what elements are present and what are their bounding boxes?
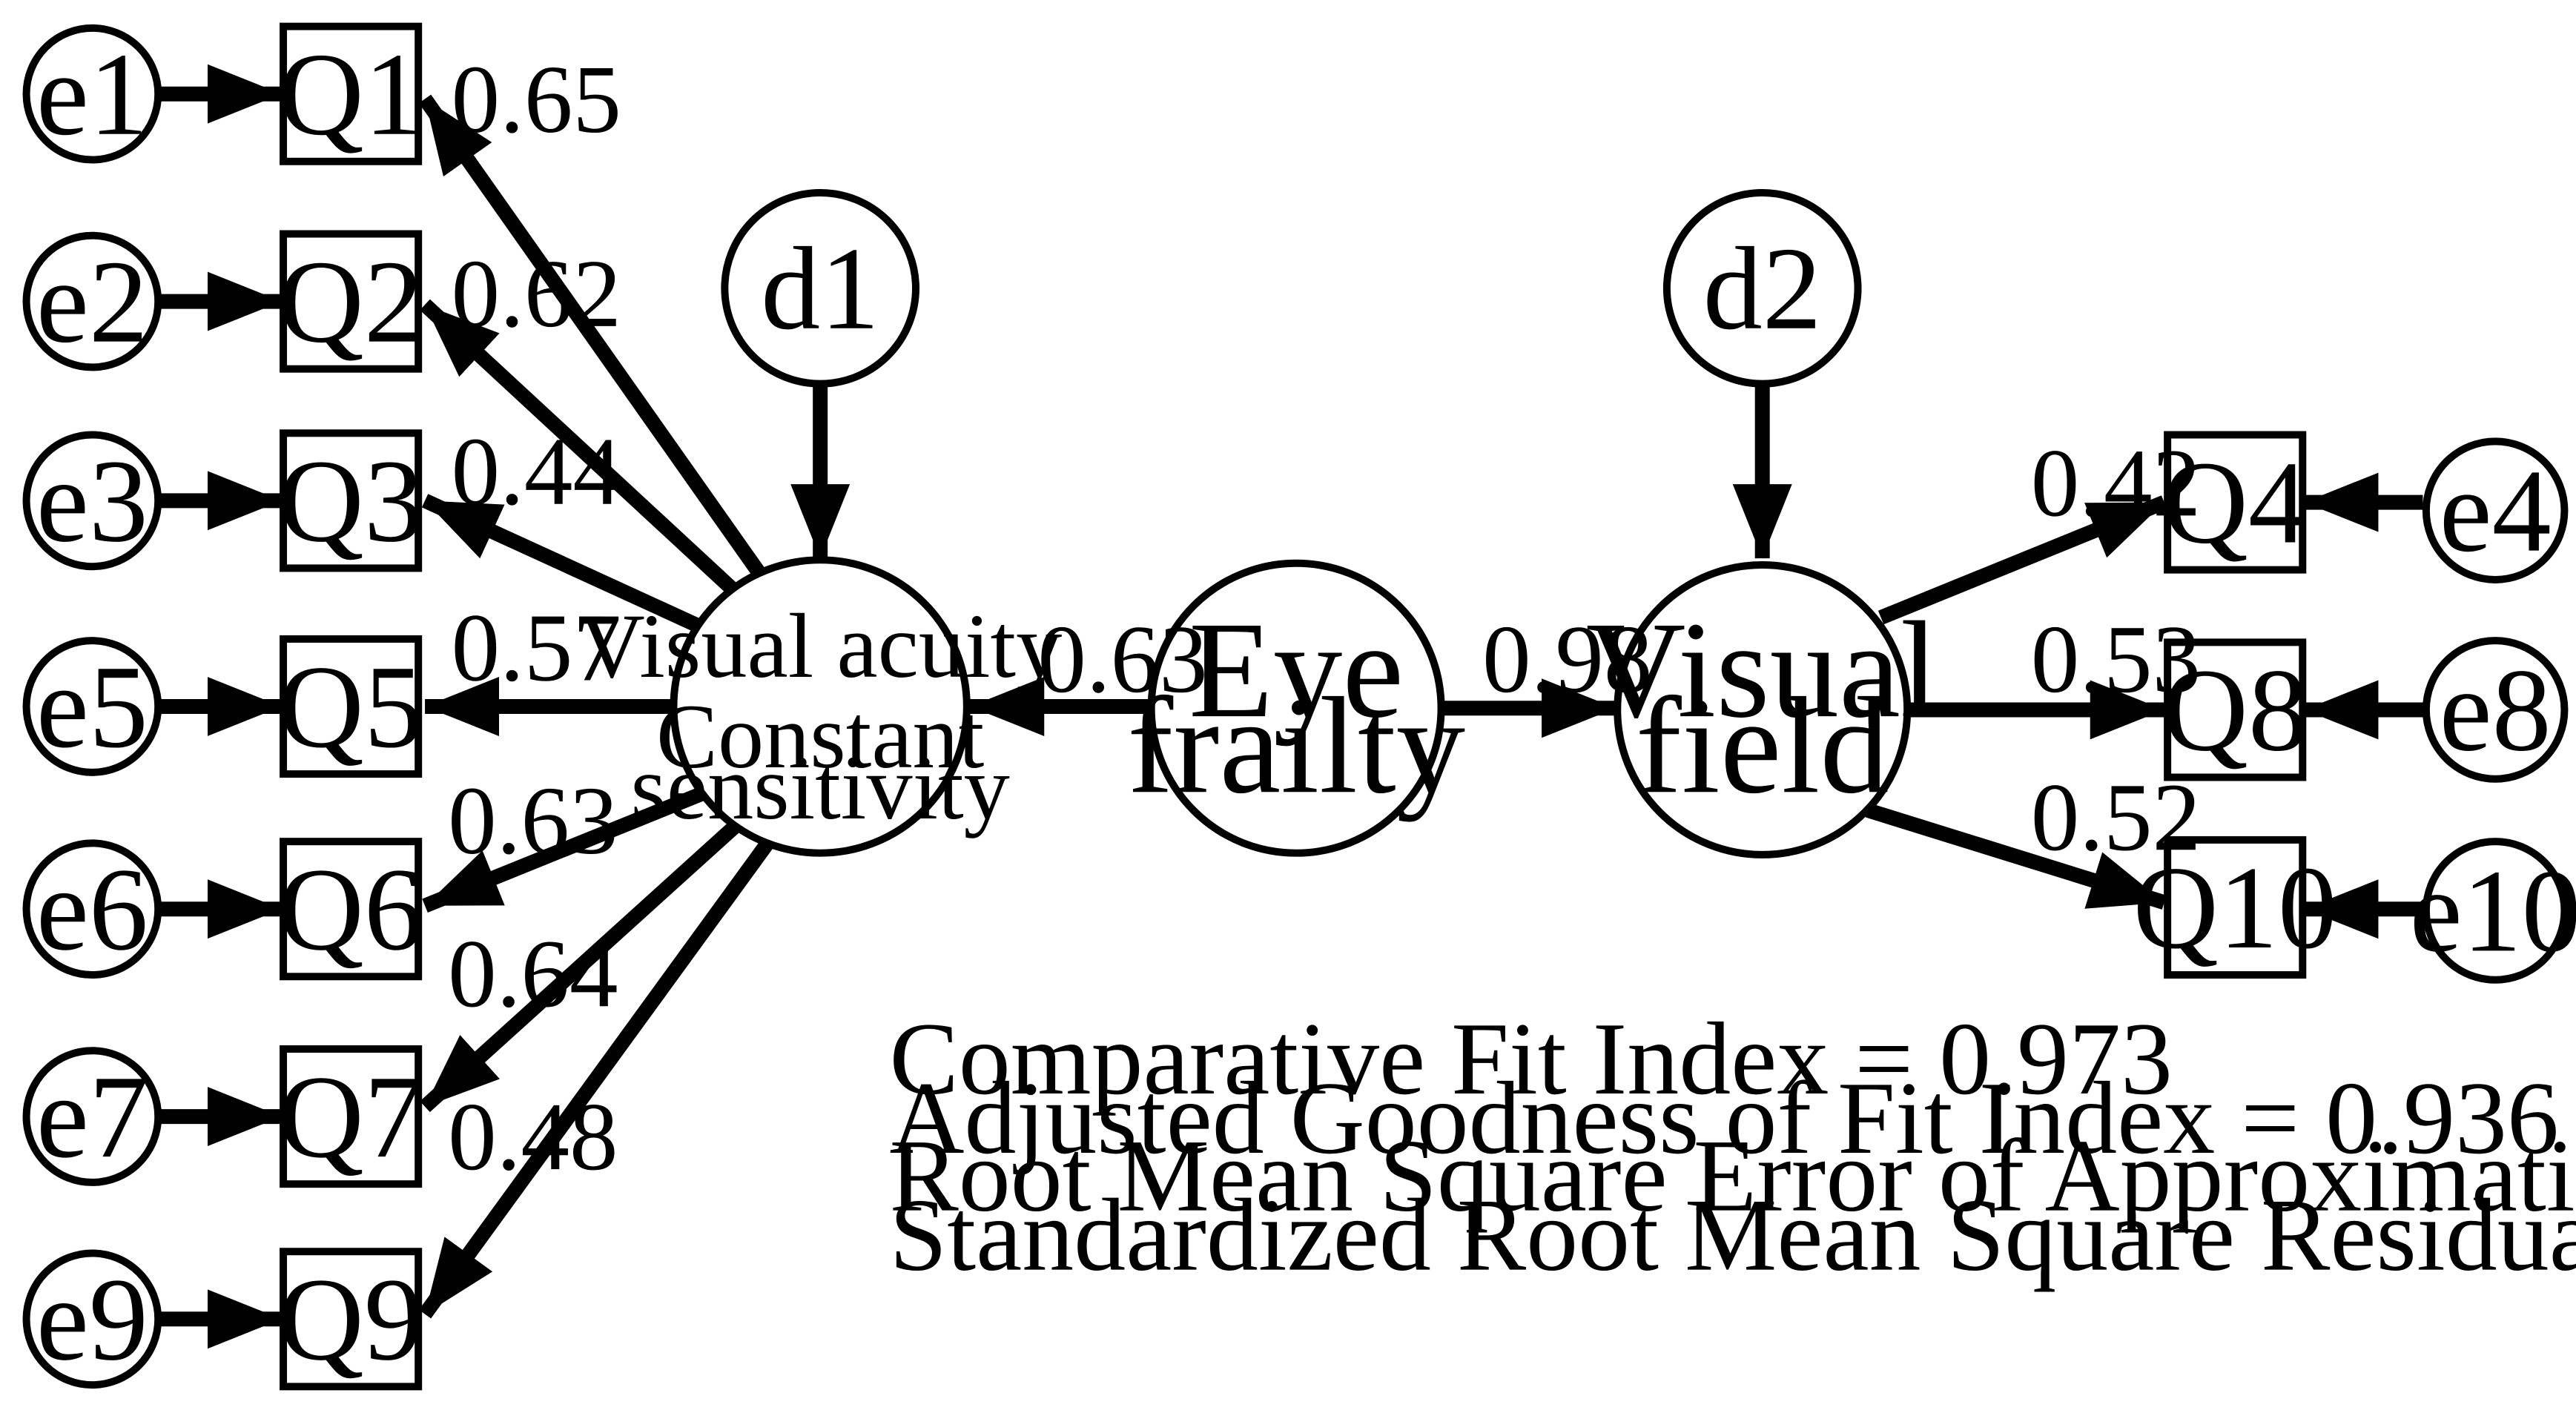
edge-visual-acuity-q7 <box>420 821 740 1113</box>
fit-index-cfi: Comparative Fit Index = 0.973 <box>889 1002 2173 1116</box>
coef-q3: 0.44 <box>452 418 621 526</box>
path-coefficients: 0.65 0.62 0.44 0.57 0.63 0.64 0.48 0.63 … <box>448 46 2201 1191</box>
node-e1: e1 <box>22 24 162 164</box>
edge-visual-acuity-q2 <box>420 299 739 595</box>
label-q10: Q10 <box>2133 841 2337 973</box>
label-q3: Q3 <box>278 434 423 566</box>
error-terms-left: e1 e2 e3 e5 e6 e7 e9 <box>22 24 162 1389</box>
label-e3: e3 <box>36 434 148 566</box>
edges <box>159 64 2423 1349</box>
label-e2: e2 <box>36 236 148 368</box>
label-e1: e1 <box>36 28 148 160</box>
fit-index-rmsea: Root Mean Square Error of Approximation … <box>889 1119 2576 1234</box>
node-d2: d2 <box>1662 188 1862 388</box>
indicators-right: Q4 Q8 Q10 <box>2133 431 2337 979</box>
coef-q10: 0.52 <box>2031 764 2201 871</box>
coef-q4: 0.42 <box>2031 429 2201 537</box>
label-q4: Q4 <box>2162 437 2307 569</box>
label-q8: Q8 <box>2162 643 2307 775</box>
edge-visual-acuity-q1 <box>418 94 766 578</box>
node-q3: Q3 <box>278 429 423 572</box>
label-e9: e9 <box>36 1253 148 1385</box>
label-q9: Q9 <box>278 1253 423 1385</box>
node-e10: e10 <box>2410 838 2576 984</box>
label-q2: Q2 <box>278 236 423 368</box>
coef-q9: 0.48 <box>448 1083 618 1191</box>
coef-q8: 0.53 <box>2031 606 2201 713</box>
label-q7: Q7 <box>278 1050 423 1182</box>
node-e9: e9 <box>22 1249 162 1389</box>
fit-index-agfi: Adjusted Goodness of Fit Index = 0.936 <box>889 1061 2558 1176</box>
fit-index-srmr: Standardized Root Mean Square Residual =… <box>889 1178 2576 1293</box>
edge-visual-acuity-q9 <box>418 838 774 1319</box>
coef-q5: 0.57 <box>452 594 621 701</box>
label-visual-field-line2: field <box>1636 669 1889 822</box>
node-q7: Q7 <box>278 1045 423 1188</box>
label-visual-acuity-line3: sensitivity <box>630 736 1009 838</box>
coef-q7: 0.64 <box>448 920 618 1028</box>
label-visual-acuity-line2: Constant <box>656 685 984 787</box>
node-e2: e2 <box>22 231 162 371</box>
label-eye-frailty-line2: frailty <box>1127 669 1465 822</box>
latent-visual-field: Visual field <box>1586 560 1939 858</box>
node-e5: e5 <box>22 637 162 776</box>
node-q8: Q8 <box>2162 638 2308 781</box>
label-eye-frailty-line1: Eye <box>1189 594 1404 747</box>
label-e10: e10 <box>2410 844 2576 976</box>
edge-visual-acuity-q6 <box>422 787 704 913</box>
label-e4: e4 <box>2440 445 2552 577</box>
node-e3: e3 <box>22 431 162 571</box>
coef-eye-to-acuity: 0.63 <box>1037 606 1207 713</box>
node-q5: Q5 <box>278 635 423 778</box>
node-e7: e7 <box>22 1047 162 1186</box>
node-e6: e6 <box>22 839 162 979</box>
node-q6: Q6 <box>278 838 423 981</box>
node-d1: d1 <box>721 188 920 388</box>
node-q10: Q10 <box>2133 835 2337 979</box>
label-q6: Q6 <box>278 843 423 975</box>
node-e4: e4 <box>2422 437 2569 583</box>
error-terms-right: e4 e8 e10 <box>2410 437 2576 984</box>
latent-visual-acuity: Visual acuity Constant sensitivity <box>578 556 1062 857</box>
label-e7: e7 <box>36 1050 148 1182</box>
coef-q6: 0.63 <box>448 767 618 875</box>
edge-visual-field-q4 <box>1877 495 2167 625</box>
node-q2: Q2 <box>278 230 423 373</box>
coef-q2: 0.62 <box>452 240 621 348</box>
label-visual-field-line1: Visual <box>1586 594 1939 747</box>
label-e8: e8 <box>2440 643 2552 775</box>
node-q9: Q9 <box>278 1248 423 1391</box>
node-q1: Q1 <box>278 22 423 165</box>
label-visual-acuity-line1: Visual acuity <box>578 595 1062 697</box>
label-d2: d2 <box>1703 222 1822 354</box>
label-d1: d1 <box>761 222 879 354</box>
latent-eye-frailty: Eye frailty <box>1127 559 1465 857</box>
node-e8: e8 <box>2422 637 2569 783</box>
label-q1: Q1 <box>278 28 423 160</box>
label-e6: e6 <box>36 843 148 975</box>
edge-visual-field-q10 <box>1865 803 2167 910</box>
label-e5: e5 <box>36 641 148 772</box>
node-q4: Q4 <box>2162 431 2308 574</box>
edge-visual-acuity-q3 <box>421 494 701 633</box>
label-q5: Q5 <box>278 641 423 772</box>
fit-indices: Comparative Fit Index = 0.973 Adjusted G… <box>889 1002 2576 1293</box>
coef-q1: 0.65 <box>452 46 621 153</box>
indicators-left: Q1 Q2 Q3 Q5 Q6 Q7 Q9 <box>278 22 423 1391</box>
coef-eye-to-field: 0.98 <box>1482 606 1652 713</box>
